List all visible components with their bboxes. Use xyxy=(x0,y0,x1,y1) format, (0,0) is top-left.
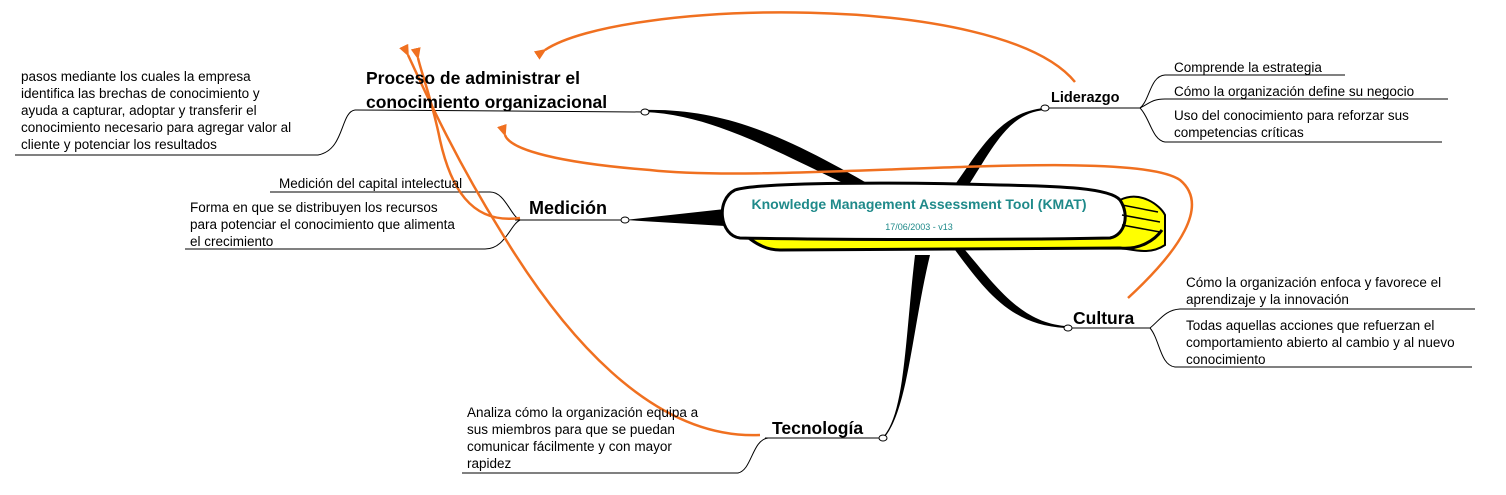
liderazgo-item3-line1: Uso del conocimiento para reforzar sus xyxy=(1174,108,1409,123)
proceso-note-line1: pasos mediante los cuales la empresa xyxy=(21,69,251,84)
liderazgo-item1-line xyxy=(1139,74,1345,109)
branch-proceso-title: Proceso de administrar el conocimiento o… xyxy=(366,66,607,114)
branch-medicion-title: Medición xyxy=(529,198,608,218)
liderazgo-item3: Uso del conocimiento para reforzar sus c… xyxy=(1174,107,1409,141)
tecnologia-note-line2: sus miembros para que se puedan xyxy=(467,422,675,437)
connector-liderazgo xyxy=(945,108,1045,198)
liderazgo-item1: Comprende la estrategia xyxy=(1174,60,1322,75)
proceso-note-line5: cliente y potenciar los resultados xyxy=(21,137,217,152)
cultura-item2-line1: Todas aquellas acciones que refuerzan el xyxy=(1186,318,1435,333)
proceso-title-line1: Proceso de administrar el xyxy=(366,68,580,88)
note-lines xyxy=(15,74,1475,474)
node-medicion xyxy=(620,216,630,224)
medicion-item2-line2: para potenciar el conocimiento que alime… xyxy=(190,217,455,232)
tecnologia-note-line4: rapidez xyxy=(467,456,512,471)
liderazgo-item3-line xyxy=(1139,107,1442,143)
liderazgo-item2: Cómo la organización define su negocio xyxy=(1174,84,1415,99)
node-proceso xyxy=(640,108,650,116)
cultura-item2-line2: comportamiento abierto al cambio y al nu… xyxy=(1186,335,1455,350)
cultura-item1-line xyxy=(1149,308,1475,329)
tecnologia-note-line3: comunicar fácilmente y con mayor xyxy=(467,439,672,454)
node-liderazgo xyxy=(1040,104,1050,112)
connector-cultura xyxy=(955,250,1065,328)
arrow-cultura-to-proceso xyxy=(497,123,1194,299)
proceso-title-line2: conocimiento organizacional xyxy=(366,92,608,112)
medicion-item1: Medición del capital intelectual xyxy=(279,176,463,191)
central-topic-date: 17/06/2003 - v13 xyxy=(885,222,953,232)
connector-medicion xyxy=(625,209,725,226)
cultura-item1-line2: aprendizaje y la innovación xyxy=(1186,292,1349,307)
branch-liderazgo-title: Liderazgo xyxy=(1051,90,1120,106)
connector-tecnologia xyxy=(882,255,930,438)
node-endpoints xyxy=(620,104,1073,442)
central-book xyxy=(720,181,1166,252)
central-topic-title: Knowledge Management Assessment Tool (KM… xyxy=(751,196,1087,212)
arrow-liderazgo-to-proceso xyxy=(533,11,1076,83)
arrow-medicion-to-proceso xyxy=(410,47,521,221)
liderazgo-item3-line2: competencias críticas xyxy=(1174,125,1304,140)
tecnologia-note: Analiza cómo la organización equipa a su… xyxy=(467,404,698,472)
node-tecnologia xyxy=(878,434,888,442)
liderazgo-item2-line xyxy=(1139,98,1448,109)
cultura-item2-line xyxy=(1149,327,1472,368)
proceso-note-line3: ayuda a capturar, adoptar y transferir e… xyxy=(21,103,257,118)
tecnologia-note-line xyxy=(462,437,769,474)
proceso-note: pasos mediante los cuales la empresa ide… xyxy=(21,68,291,153)
medicion-item2: Forma en que se distribuyen los recursos… xyxy=(190,199,455,250)
proceso-note-line2: identifica las brechas de conocimiento y xyxy=(21,86,260,101)
cultura-item1-line1: Cómo la organización enfoca y favorece e… xyxy=(1186,275,1442,290)
medicion-item2-line3: el crecimiento xyxy=(190,234,274,249)
node-cultura xyxy=(1063,324,1073,332)
proceso-title-underline xyxy=(354,109,646,113)
branch-cultura-title: Cultura xyxy=(1073,308,1135,328)
arrow-tecnologia-to-proceso xyxy=(399,43,761,437)
cultura-item1: Cómo la organización enfoca y favorece e… xyxy=(1186,274,1441,308)
connector-proceso xyxy=(645,109,905,205)
branch-connectors xyxy=(625,108,1065,438)
proceso-note-line4: conocimiento necesario para agregar valo… xyxy=(21,120,292,135)
proceso-note-line xyxy=(15,109,356,156)
cultura-item2-line3: conocimiento xyxy=(1186,352,1266,367)
medicion-item2-line1: Forma en que se distribuyen los recursos xyxy=(190,200,438,215)
tecnologia-note-line1: Analiza cómo la organización equipa a xyxy=(467,405,699,420)
branch-tecnologia-title: Tecnología xyxy=(772,418,864,438)
relationship-arrows xyxy=(399,11,1194,437)
cultura-item2: Todas aquellas acciones que refuerzan el… xyxy=(1186,317,1455,368)
